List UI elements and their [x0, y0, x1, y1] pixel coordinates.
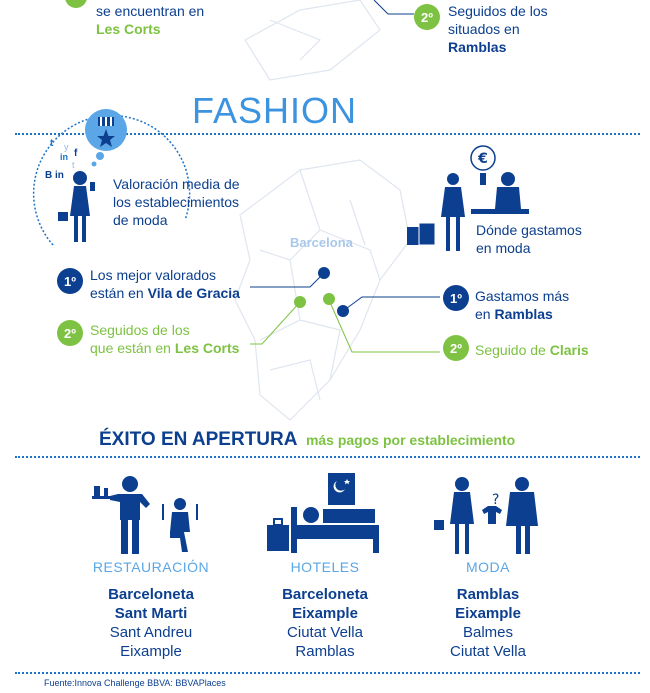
column-restauracion: RESTAURACIÓN Barceloneta Sant Marti Sant…	[76, 559, 226, 661]
woman-phone-icon	[58, 171, 95, 242]
column-moda-item: Eixample	[455, 605, 521, 622]
rank-left-1-bold: Vila de Gracia	[147, 285, 240, 301]
top-left-green-circle	[65, 0, 87, 8]
rank-right-2-text: Seguido de	[475, 342, 550, 358]
rank-left-1-line1: Los mejor valorados	[90, 267, 217, 283]
facebook-icon: f	[74, 148, 78, 159]
rank-text-left-1: Los mejor valorados están en Vila de Gra…	[90, 266, 240, 302]
rank-text-right-1: Gastamos más en Ramblas	[475, 287, 569, 323]
column-hoteles-title: HOTELES	[290, 559, 360, 575]
rank-right-1-pre: en	[475, 306, 495, 322]
rank-left-2-bold: Les Corts	[174, 340, 240, 356]
fashion-title: FASHION	[192, 90, 358, 131]
spend-text: Dónde gastamos en moda	[476, 221, 582, 257]
rank-right-2-bold: Claris	[549, 342, 589, 358]
rank-text-right-2: Seguido de Claris	[475, 341, 589, 359]
top-right-bold: Ramblas	[448, 39, 507, 55]
bing-linkedin-icon: B in	[45, 170, 64, 181]
rank-badge-left-1: 1º	[57, 268, 83, 294]
source-note: Fuente:Innova Challenge BBVA: BBVAPlaces	[44, 678, 226, 688]
column-moda-title: MODA	[466, 559, 510, 575]
rank-badge-left-2: 2º	[57, 320, 83, 346]
map-label: Barcelona	[290, 235, 353, 250]
exito-title: ÉXITO EN APERTURA	[99, 429, 298, 450]
column-restauracion-item: Sant Marti	[114, 605, 188, 622]
social-y-icon: y	[64, 142, 69, 152]
shop-counter-icon: €	[407, 145, 529, 251]
social-b-icon: t	[72, 160, 75, 170]
top-left-line: se encuentran en	[96, 3, 205, 19]
bubble-line1: Valoración media de	[113, 176, 240, 192]
top-connector-line	[373, 0, 414, 15]
hotel-bed-icon	[267, 473, 379, 553]
rank-right-1-bold: Ramblas	[494, 306, 553, 322]
rank-right-1-line1: Gastamos más	[475, 288, 570, 304]
column-restauracion-item: Sant Andreu	[109, 624, 193, 641]
rank-left-2-pre: que están en	[90, 340, 175, 356]
column-restauracion-item: Barceloneta	[108, 586, 194, 603]
bubble-line2: los establecimientos	[113, 194, 240, 210]
column-hoteles: HOTELES Barceloneta Eixample Ciutat Vell…	[250, 559, 400, 661]
exito-heading: ÉXITO EN APERTURA más pagos por establec…	[99, 429, 515, 451]
linkedin-icon: in	[60, 152, 68, 162]
twitter-icon: t	[50, 138, 54, 149]
column-moda-item: Balmes	[462, 624, 514, 641]
rating-bubble-icon	[85, 109, 127, 167]
column-hoteles-item: Barceloneta	[282, 586, 368, 603]
rank-badge-right-1: 1º	[443, 285, 469, 311]
svg-text:?: ?	[492, 492, 499, 508]
column-moda-item: Ramblas	[456, 586, 520, 603]
top-left-text: se encuentran en Les Corts	[96, 2, 204, 38]
thought-bubble-circle	[32, 114, 191, 246]
waiter-icon	[92, 476, 198, 554]
top-left-bold: Les Corts	[96, 21, 161, 37]
column-moda: MODA Ramblas Eixample Balmes Ciutat Vell…	[413, 559, 563, 661]
fashion-divider	[15, 133, 640, 135]
spend-line1: Dónde gastamos	[476, 222, 582, 238]
bubble-text: Valoración media de los establecimientos…	[113, 175, 240, 229]
column-restauracion-title: RESTAURACIÓN	[92, 559, 210, 575]
top-right-line1: Seguidos de los	[448, 3, 548, 19]
top-right-line2: situados en	[448, 21, 520, 37]
svg-text:€: €	[477, 151, 488, 167]
rank-text-left-2: Seguidos de los que están en Les Corts	[90, 321, 239, 357]
spend-line2: en moda	[476, 240, 531, 256]
exito-divider	[15, 456, 640, 458]
top-right-text: Seguidos de los situados en Ramblas	[448, 2, 548, 56]
footer-divider	[15, 672, 640, 674]
rank-badge-right-2: 2º	[443, 335, 469, 361]
fashion-shopping-icon: ?	[434, 477, 538, 554]
top-right-badge: 2º	[414, 4, 440, 30]
column-hoteles-item: Eixample	[292, 605, 358, 622]
exito-subtitle: más pagos por establecimiento	[305, 432, 516, 448]
column-hoteles-item: Ramblas	[295, 643, 355, 660]
column-moda-item: Ciutat Vella	[450, 643, 526, 660]
column-restauracion-item: Eixample	[120, 643, 182, 660]
rank-left-2-line1: Seguidos de los	[90, 322, 190, 338]
rank-left-1-pre: están en	[90, 285, 148, 301]
bubble-line3: de moda	[113, 212, 168, 228]
column-hoteles-item: Ciutat Vella	[287, 624, 363, 641]
